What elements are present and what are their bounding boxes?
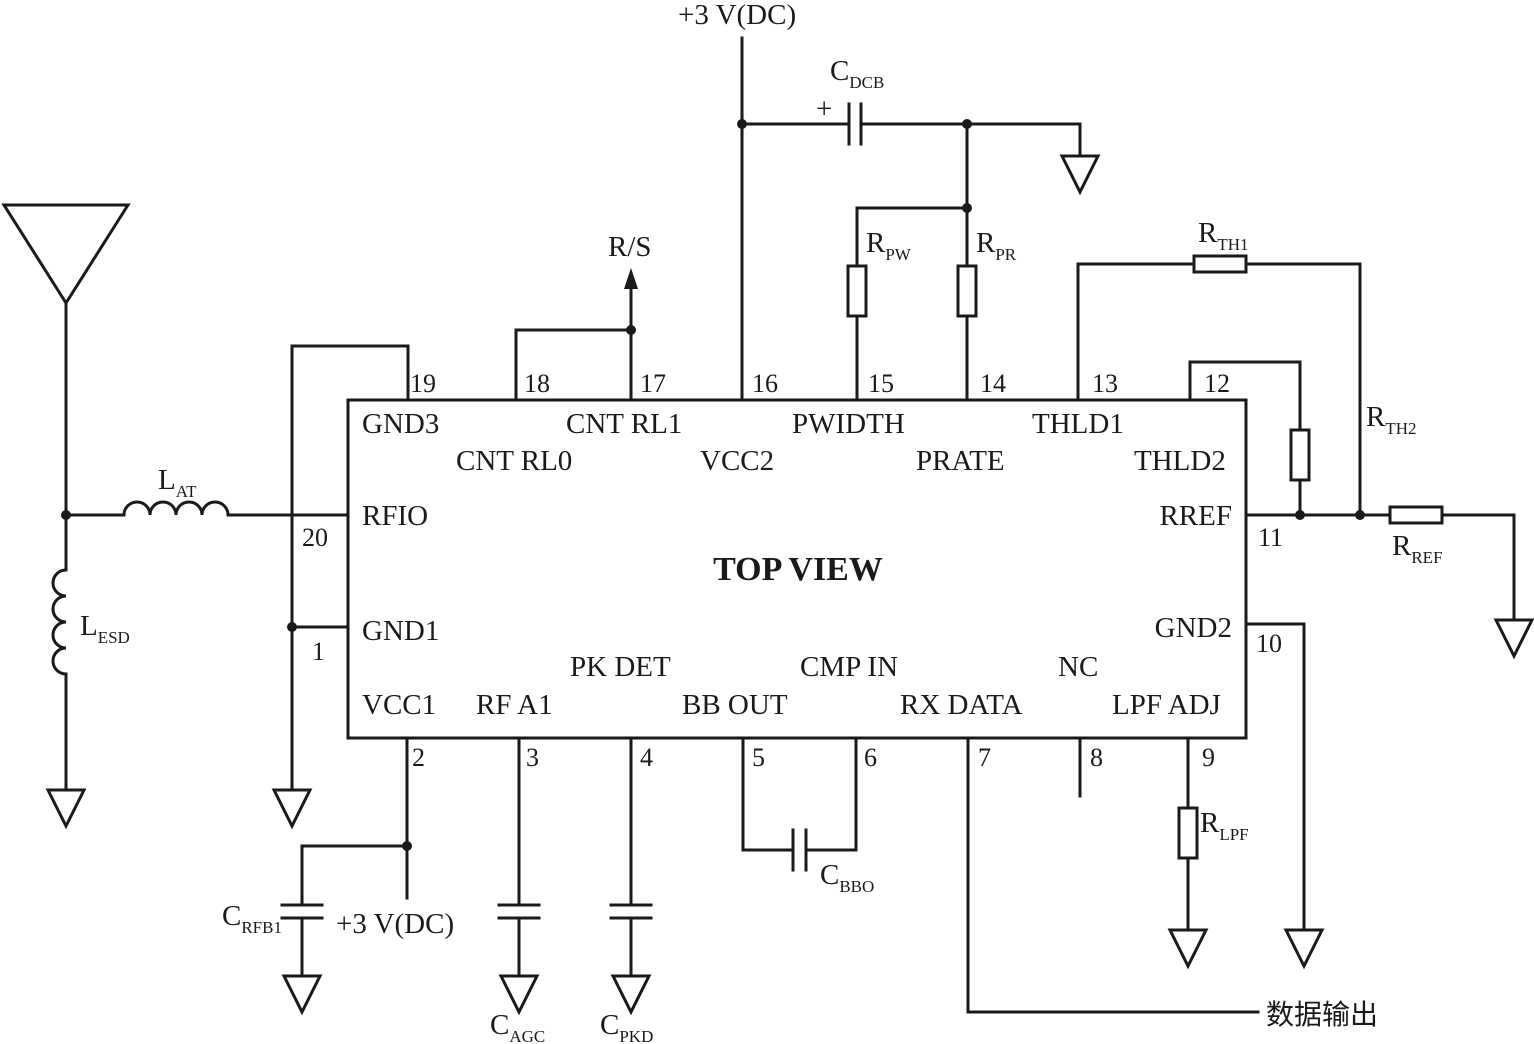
pin-num-19: 19 xyxy=(410,369,436,398)
label-cpkd: CPKD xyxy=(600,1009,653,1044)
pin-num-6: 6 xyxy=(864,743,877,772)
pin-name-rfio: RFIO xyxy=(362,500,428,532)
junction-dot xyxy=(1355,510,1365,520)
ground-icon xyxy=(1059,154,1101,196)
pin-num-4: 4 xyxy=(640,743,653,772)
pin-name-cmpin: CMP IN xyxy=(800,651,898,683)
inductor-lesd-icon xyxy=(51,568,68,676)
pin-num-9: 9 xyxy=(1202,743,1215,772)
pin-num-7: 7 xyxy=(978,743,991,772)
pin-name-gnd1: GND1 xyxy=(362,615,439,647)
label-rpr: RPR xyxy=(976,227,1017,264)
label-supply-bottom: +3 V(DC) xyxy=(336,908,454,940)
junction-dot xyxy=(287,622,297,632)
junction-dot xyxy=(1295,510,1305,520)
label-data-out: 数据输出 xyxy=(1266,998,1378,1031)
pin-name-pwidth: PWIDTH xyxy=(792,408,905,440)
antenna-icon xyxy=(1,203,131,517)
pin-name-rfa1: RF A1 xyxy=(476,689,553,721)
label-rref: RREF xyxy=(1392,530,1443,567)
ground-icon xyxy=(1167,928,1209,970)
pin-name-prate: PRATE xyxy=(916,445,1005,477)
resistor-rlpf-icon xyxy=(1177,806,1199,860)
label-cbbo: CBBO xyxy=(820,859,874,896)
pin-num-18: 18 xyxy=(524,369,550,398)
label-rs: R/S xyxy=(608,231,652,263)
pin-num-16: 16 xyxy=(752,369,778,398)
pin-name-vcc2: VCC2 xyxy=(700,445,774,477)
pin-name-pkdet: PK DET xyxy=(570,651,671,683)
ground-icon xyxy=(498,974,540,1016)
pin-num-10: 10 xyxy=(1256,629,1282,658)
arrow-up-icon xyxy=(624,268,638,289)
pin-num-17: 17 xyxy=(640,369,666,398)
ic-title: TOP VIEW xyxy=(713,551,883,588)
pin-num-13: 13 xyxy=(1092,369,1118,398)
pin-name-cntrl1: CNT RL1 xyxy=(566,408,682,440)
pin-name-thld1: THLD1 xyxy=(1032,408,1124,440)
label-rth2: RTH2 xyxy=(1366,401,1417,438)
resistor-rth1-icon xyxy=(1192,254,1248,274)
label-supply-top: +3 V(DC) xyxy=(678,0,796,31)
resistor-thld2-icon xyxy=(1289,428,1311,482)
label-lesd: LESD xyxy=(80,610,130,647)
pin-num-3: 3 xyxy=(526,743,539,772)
label-cdcb: CDCB xyxy=(830,55,884,92)
pin-num-12: 12 xyxy=(1204,369,1230,398)
label-rpw: RPW xyxy=(866,227,912,264)
pin-num-20: 20 xyxy=(302,523,328,552)
pin-name-gnd2: GND2 xyxy=(1155,612,1232,644)
pin-name-cntrl0: CNT RL0 xyxy=(456,445,572,477)
ground-icon xyxy=(1493,618,1534,660)
ground-icon xyxy=(45,788,87,830)
pin-num-14: 14 xyxy=(980,369,1006,398)
pin-name-rxdata: RX DATA xyxy=(900,689,1023,721)
inductor-lat-icon xyxy=(122,500,230,517)
pin-num-2: 2 xyxy=(412,743,425,772)
ic-body xyxy=(346,398,1248,740)
ground-icon xyxy=(1283,928,1325,970)
pin-name-thld2: THLD2 xyxy=(1134,445,1226,477)
label-lat: LAT xyxy=(158,464,197,501)
pin-num-8: 8 xyxy=(1090,743,1103,772)
label-plus: + xyxy=(816,93,832,125)
pin-num-11: 11 xyxy=(1258,523,1283,552)
resistor-rpr-icon xyxy=(956,264,978,318)
pin-name-gnd3: GND3 xyxy=(362,408,439,440)
resistor-rref-icon xyxy=(1388,505,1444,525)
pin-num-5: 5 xyxy=(752,743,765,772)
resistor-rpw-icon xyxy=(846,264,868,318)
ground-icon xyxy=(281,974,323,1016)
pin-name-bbout: BB OUT xyxy=(682,689,788,721)
label-crfb1: CRFB1 xyxy=(222,900,282,937)
pin-name-rref: RREF xyxy=(1159,500,1232,532)
label-rlpf: RLPF xyxy=(1200,807,1249,844)
pin-num-1: 1 xyxy=(312,637,325,666)
label-rth1: RTH1 xyxy=(1198,217,1249,254)
pin-name-nc: NC xyxy=(1058,651,1098,683)
pin-name-lpfadj: LPF ADJ xyxy=(1112,689,1221,721)
pin-name-vcc1: VCC1 xyxy=(362,689,436,721)
ground-icon xyxy=(271,788,313,830)
pin-num-15: 15 xyxy=(868,369,894,398)
label-cagc: CAGC xyxy=(490,1009,545,1044)
ground-icon xyxy=(610,974,652,1016)
